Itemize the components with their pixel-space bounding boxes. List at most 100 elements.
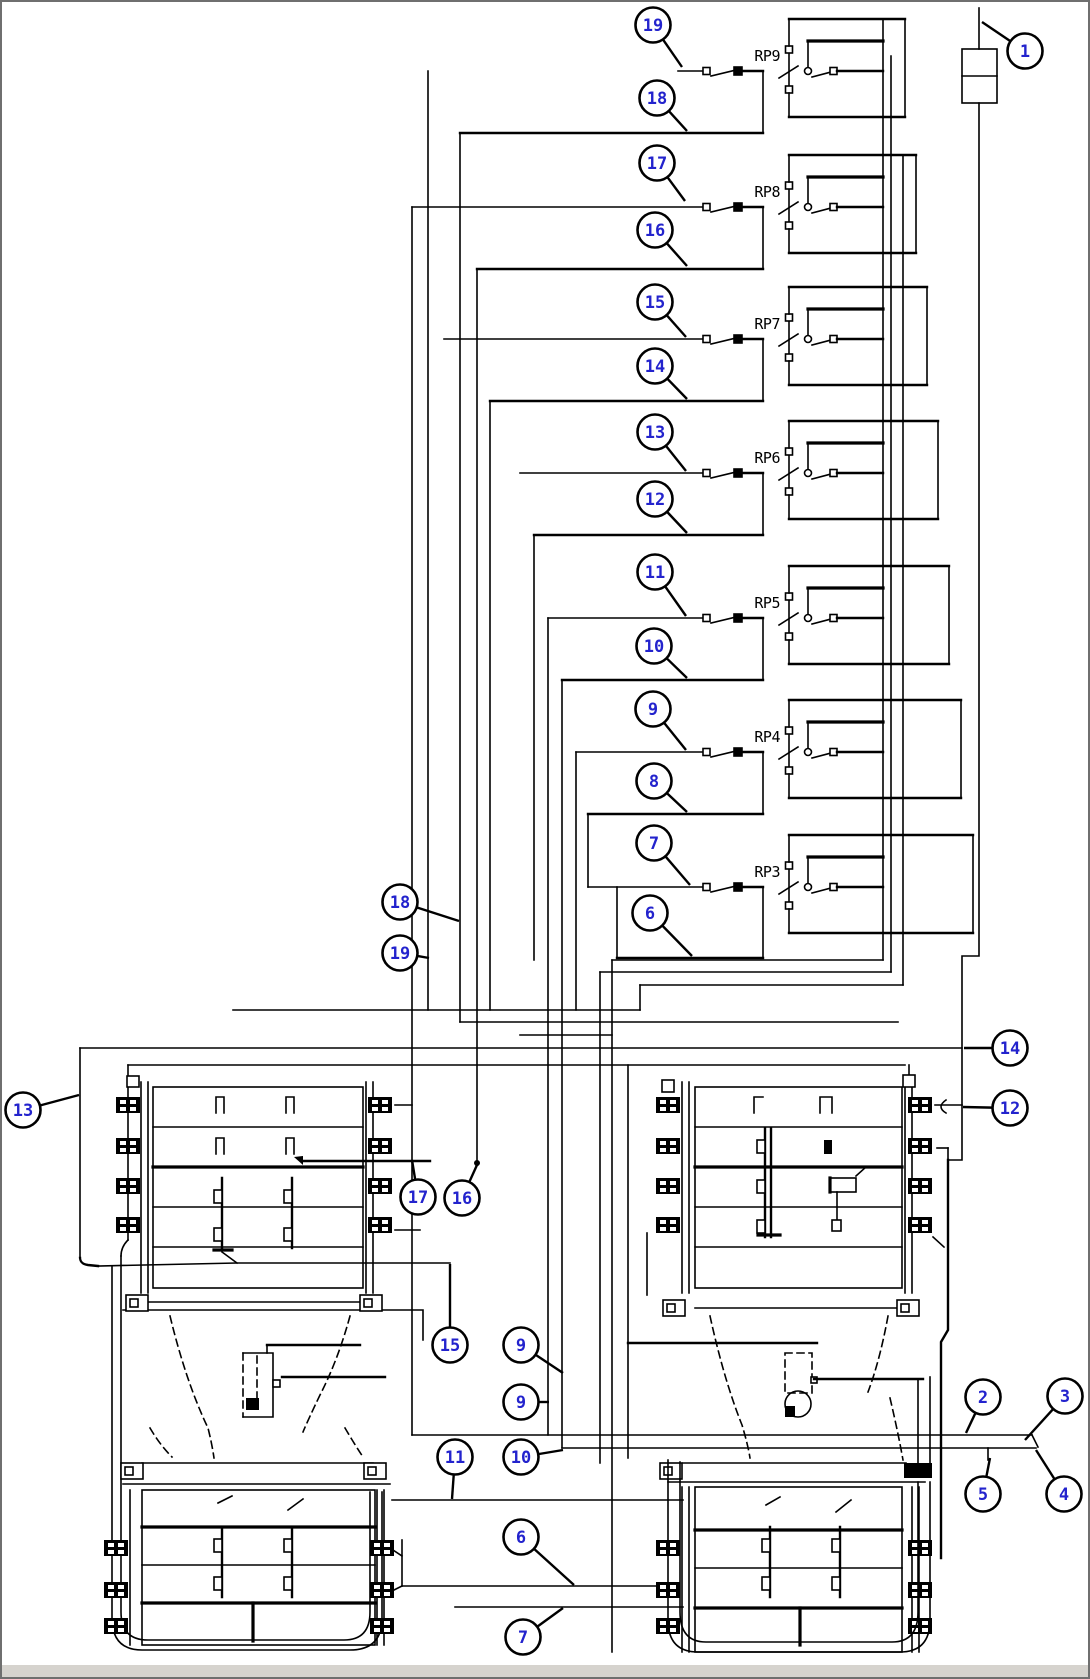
callout-number: 11 <box>645 563 665 583</box>
wire-bundle <box>411 70 618 1449</box>
relay-label-rp5: RP5 <box>754 594 780 612</box>
callout-number: 1 <box>1020 42 1030 62</box>
callout-number: 18 <box>647 89 667 109</box>
callout-balloon <box>502 1326 540 1364</box>
callout-16: 16 <box>443 1164 481 1217</box>
callout-7: 7 <box>504 1607 564 1656</box>
callout-number: 16 <box>645 221 665 241</box>
callout-balloon <box>381 883 419 921</box>
relay-label-rp4: RP4 <box>754 728 780 746</box>
callout-number: 7 <box>649 834 659 854</box>
callout-number: 6 <box>645 904 655 924</box>
callout-number: 19 <box>643 16 663 36</box>
callout-number: 13 <box>13 1101 33 1121</box>
callout-balloon <box>443 1179 481 1217</box>
callout-balloon <box>635 627 673 665</box>
left-blower-area <box>148 1315 365 1459</box>
callout-balloon <box>636 283 674 321</box>
callout-13: 13 <box>4 1091 80 1129</box>
callout-balloon <box>502 1438 540 1476</box>
callout-6: 6 <box>631 894 693 957</box>
callout-balloon <box>964 1378 1002 1416</box>
bus-lines <box>599 7 980 1653</box>
callout-2: 2 <box>964 1378 1002 1434</box>
callout-11: 11 <box>636 553 687 617</box>
callout-number: 12 <box>1000 1099 1020 1119</box>
callout-5: 5 <box>964 1457 1002 1513</box>
callout-6: 6 <box>502 1518 575 1586</box>
callout-balloon <box>436 1438 474 1476</box>
callout-number: 19 <box>390 944 410 964</box>
callout-balloon <box>1006 32 1044 70</box>
callout-9: 9 <box>502 1383 549 1421</box>
callout-14: 14 <box>636 347 688 400</box>
callout-balloon <box>502 1518 540 1556</box>
callout-balloon <box>991 1089 1029 1127</box>
callout-4: 4 <box>1034 1449 1083 1513</box>
callout-8: 8 <box>635 762 688 813</box>
callout-balloon <box>502 1383 540 1421</box>
callout-number: 15 <box>645 293 665 313</box>
callout-15: 15 <box>431 1264 469 1364</box>
callout-balloon <box>635 824 673 862</box>
callout-17: 17 <box>638 144 686 202</box>
callout-number: 10 <box>511 1448 531 1468</box>
relay-rp9: RP9 <box>458 17 907 135</box>
callout-13: 13 <box>636 413 687 472</box>
callout-balloon <box>638 79 676 117</box>
callout-17: 17 <box>399 1159 437 1216</box>
callout-balloon <box>431 1326 469 1364</box>
relay-rp7: RP7 <box>443 285 929 403</box>
callout-balloon <box>638 144 676 182</box>
callout-number: 11 <box>445 1448 465 1468</box>
blower-motor-symbol <box>626 1341 925 1418</box>
callout-balloon <box>636 413 674 451</box>
callout-number: 17 <box>647 154 667 174</box>
callout-balloon <box>399 1178 437 1216</box>
callout-number: 7 <box>518 1628 528 1648</box>
fuse-symbol <box>961 48 998 104</box>
relay-label-rp7: RP7 <box>754 315 780 333</box>
callout-9: 9 <box>634 690 687 751</box>
relay-rp4: RP4 <box>575 698 963 816</box>
callout-7: 7 <box>635 824 691 886</box>
callout-number: 9 <box>516 1336 526 1356</box>
relay-label-rp9: RP9 <box>754 47 780 65</box>
callout-9: 9 <box>502 1326 564 1374</box>
callout-number: 9 <box>516 1393 526 1413</box>
callout-balloon <box>4 1091 42 1129</box>
callout-19: 19 <box>634 6 683 68</box>
relay-label-rp8: RP8 <box>754 183 780 201</box>
callout-number: 18 <box>390 893 410 913</box>
callout-balloon <box>1046 1377 1084 1415</box>
callout-balloon <box>636 480 674 518</box>
callout-number: 13 <box>645 423 665 443</box>
distribution-wires <box>78 959 1040 1608</box>
contactor-symbol <box>242 1343 387 1418</box>
relay-rp5: RP5 <box>547 564 951 682</box>
callout-10: 10 <box>635 627 688 679</box>
window-bottom-strip <box>2 1665 1088 1677</box>
callout-balloon <box>636 553 674 591</box>
callout-balloon <box>381 934 419 972</box>
callout-number: 10 <box>644 637 664 657</box>
callout-number: 6 <box>516 1528 526 1548</box>
callout-3: 3 <box>1024 1377 1084 1441</box>
callout-number: 17 <box>408 1188 428 1208</box>
callout-16: 16 <box>636 211 688 267</box>
callout-number: 15 <box>440 1336 460 1356</box>
callout-11: 11 <box>436 1438 474 1500</box>
callout-15: 15 <box>636 283 687 338</box>
callout-number: 3 <box>1060 1387 1070 1407</box>
callout-number: 14 <box>645 357 665 377</box>
callout-balloon <box>636 211 674 249</box>
callout-14: 14 <box>964 1029 1029 1067</box>
callout-number: 14 <box>1000 1039 1020 1059</box>
callout-10: 10 <box>502 1438 564 1476</box>
callout-balloon <box>634 6 672 44</box>
relay-label-rp6: RP6 <box>754 449 780 467</box>
callout-balloon <box>635 762 673 800</box>
